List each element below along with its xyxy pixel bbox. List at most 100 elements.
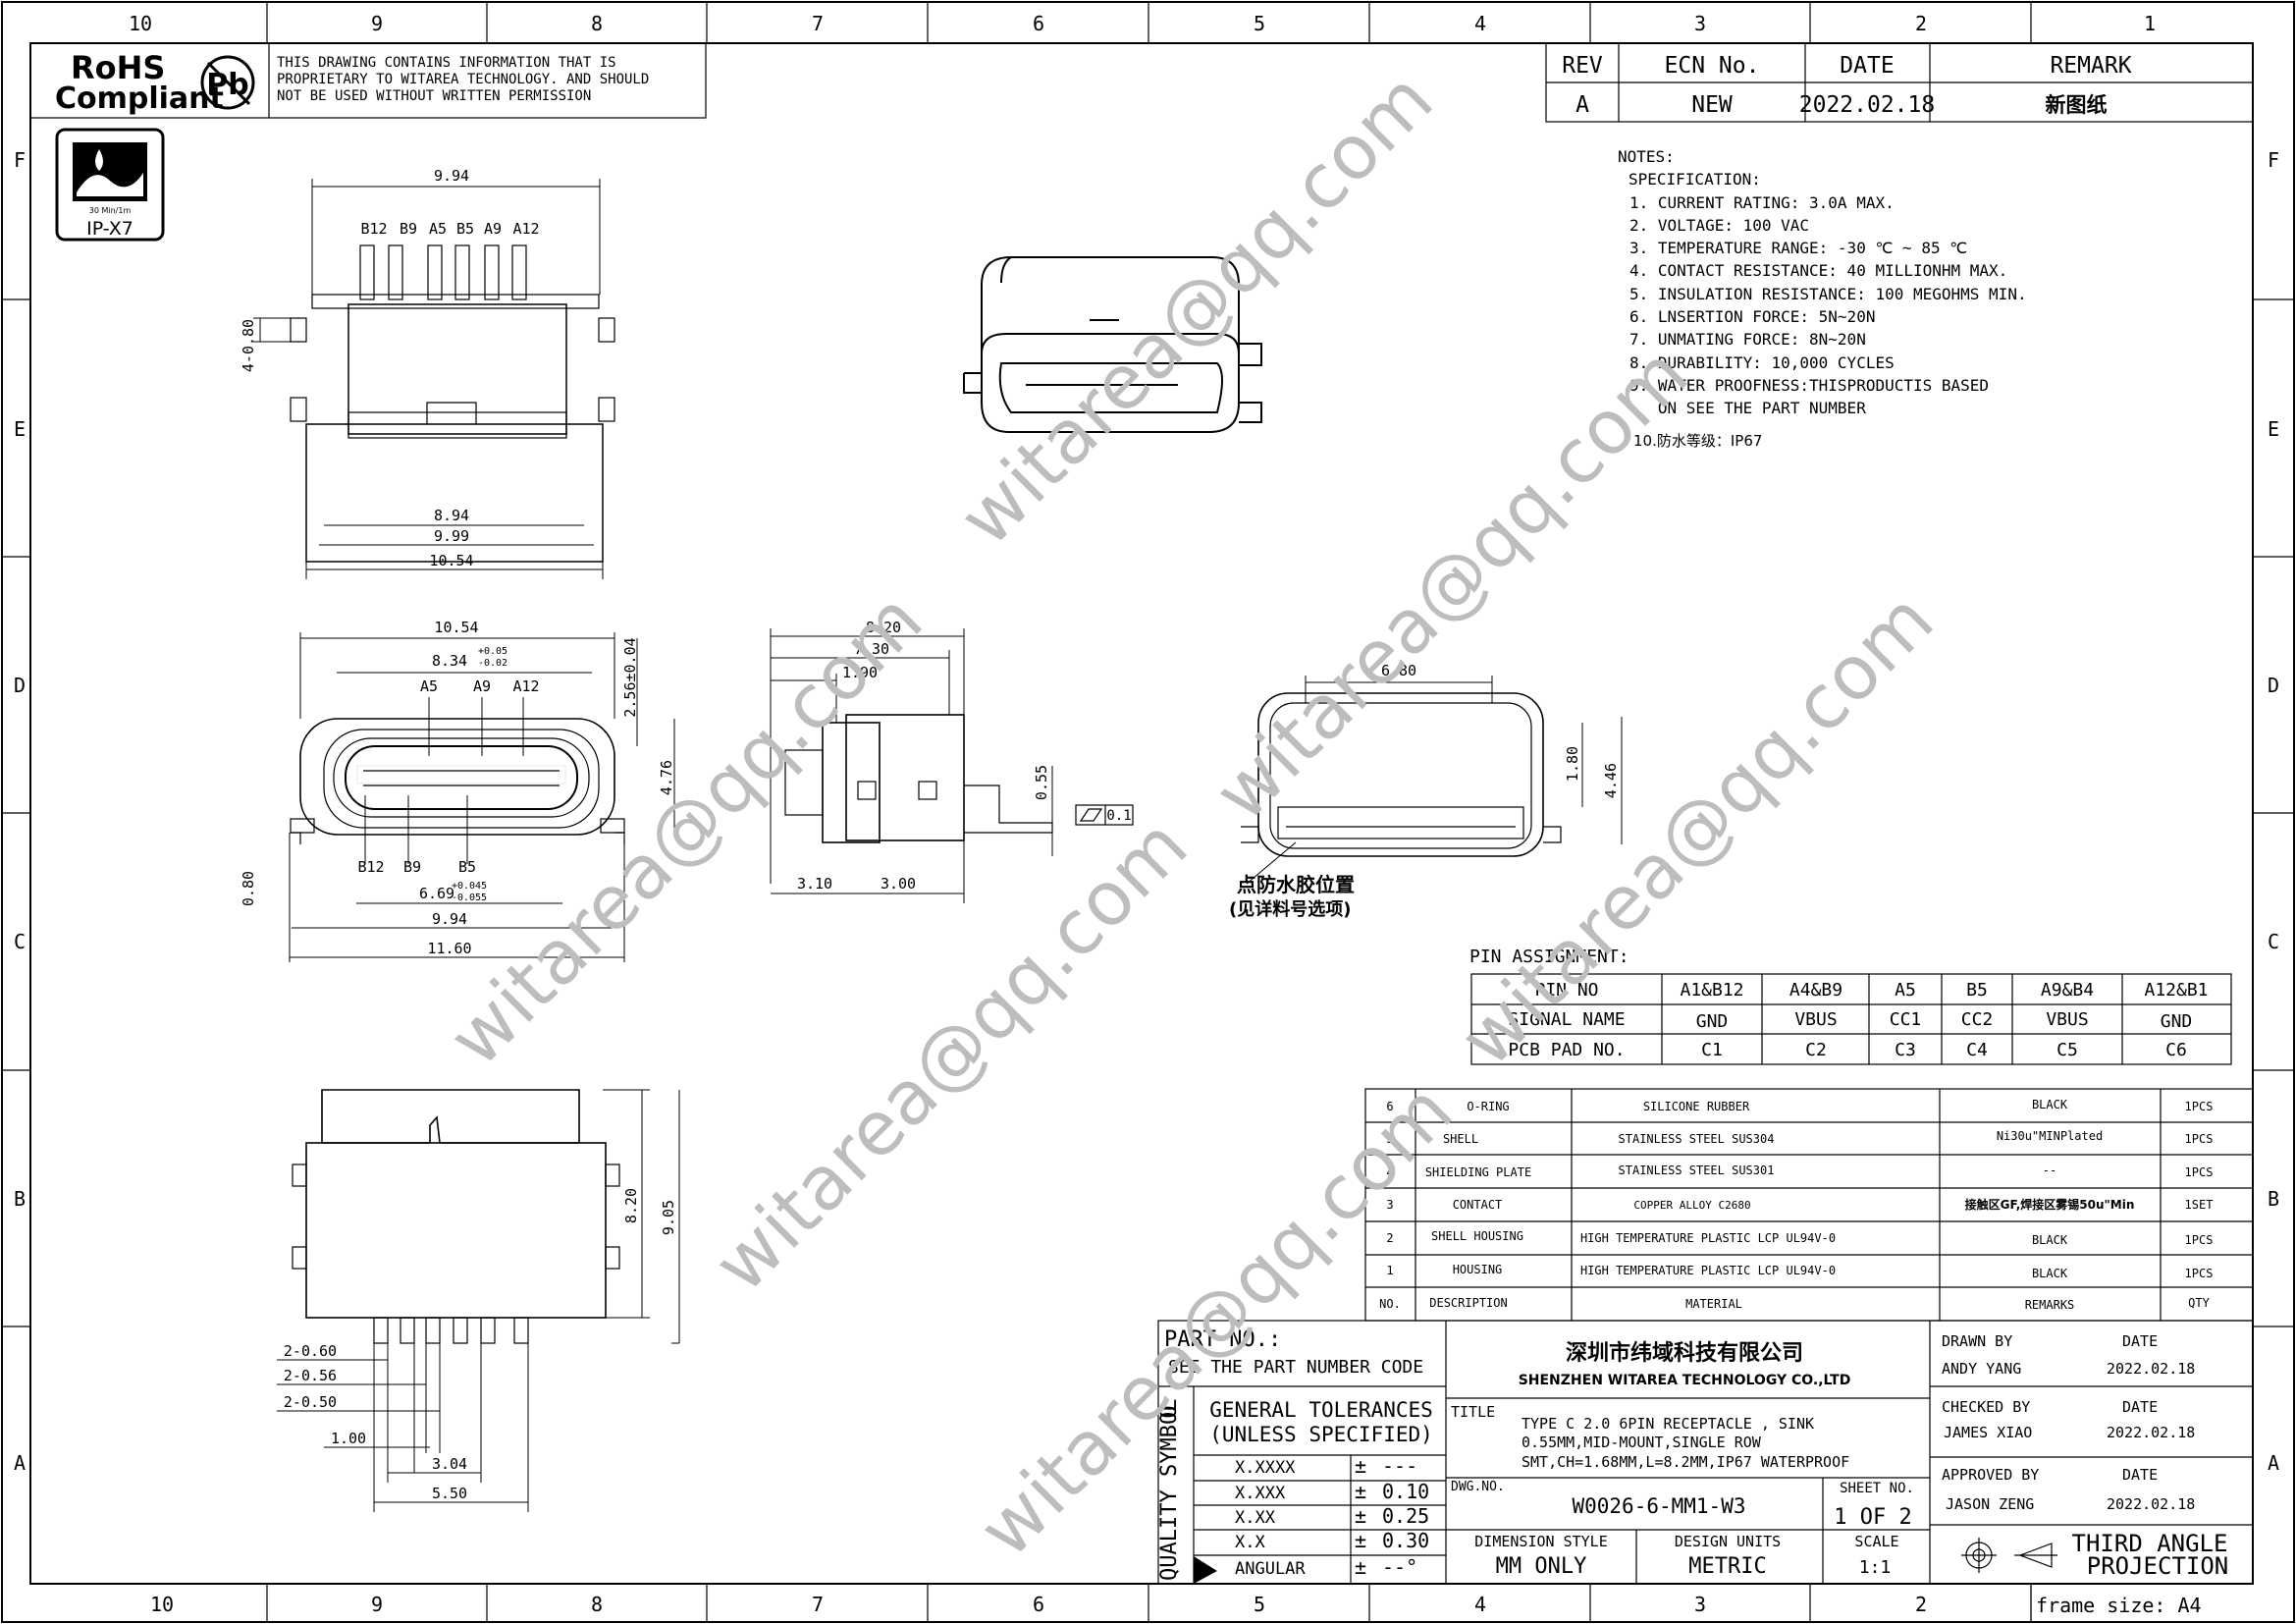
svg-text:6.69: 6.69 xyxy=(419,885,454,902)
svg-text:SHELL: SHELL xyxy=(1443,1132,1478,1146)
svg-text:X.XXXX: X.XXXX xyxy=(1235,1458,1296,1478)
svg-text:A1&B12: A1&B12 xyxy=(1680,980,1743,1001)
svg-text:3: 3 xyxy=(1386,1198,1393,1212)
rohs-subtitle: Compliant xyxy=(55,81,224,116)
svg-text:MATERIAL: MATERIAL xyxy=(1685,1297,1742,1311)
svg-text:JAMES XIAO: JAMES XIAO xyxy=(1944,1424,2032,1441)
svg-text:(UNLESS SPECIFIED): (UNLESS SPECIFIED) xyxy=(1209,1423,1433,1446)
svg-text:TITLE: TITLE xyxy=(1451,1403,1495,1421)
svg-text:O-RING: O-RING xyxy=(1467,1100,1509,1113)
svg-text:±: ± xyxy=(1355,1454,1366,1478)
svg-text:0.10: 0.10 xyxy=(1382,1480,1429,1503)
svg-text:±: ± xyxy=(1355,1480,1366,1503)
svg-text:JASON ZENG: JASON ZENG xyxy=(1946,1495,2034,1513)
svg-text:STAINLESS STEEL SUS301: STAINLESS STEEL SUS301 xyxy=(1619,1164,1775,1177)
svg-text:HIGH TEMPERATURE PLASTIC LCP U: HIGH TEMPERATURE PLASTIC LCP UL94V-0 xyxy=(1580,1264,1836,1277)
svg-text:--: -- xyxy=(2043,1164,2056,1177)
col-label: 5 xyxy=(1254,1593,1265,1616)
svg-text:PART NO.:: PART NO.: xyxy=(1164,1327,1281,1352)
svg-text:NOTES:: NOTES: xyxy=(1618,147,1675,166)
svg-text:REMARK: REMARK xyxy=(2050,53,2131,79)
svg-text:2. VOLTAGE: 100 VAC: 2. VOLTAGE: 100 VAC xyxy=(1629,216,1809,235)
svg-text:4-0.80: 4-0.80 xyxy=(240,319,257,372)
svg-text:QTY: QTY xyxy=(2188,1296,2210,1310)
row-label: E xyxy=(2268,417,2279,441)
svg-text:1SET: 1SET xyxy=(2185,1198,2214,1212)
bottom-view-drawing: 8.20 9.05 2-0.60 2-0.56 2-0.50 1.00 3.04… xyxy=(277,1089,680,1512)
title-block: PART NO.: SEE THE PART NUMBER CODE 深圳市纬域… xyxy=(1157,1320,2254,1622)
svg-text:A12: A12 xyxy=(512,220,539,238)
col-label: 9 xyxy=(371,1593,383,1616)
svg-text:1.90: 1.90 xyxy=(842,664,878,681)
svg-text:A9&B4: A9&B4 xyxy=(2041,980,2094,1001)
rohs-block: RoHS Compliant Pb THIS DRAWING CONTAINS … xyxy=(29,42,707,119)
svg-text:REV: REV xyxy=(1562,53,1603,79)
svg-text:A5: A5 xyxy=(420,677,438,695)
svg-text:ANGULAR: ANGULAR xyxy=(1235,1559,1306,1579)
col-label: 4 xyxy=(1474,12,1486,35)
svg-text:HOUSING: HOUSING xyxy=(1453,1263,1503,1276)
col-label: 4 xyxy=(1474,1593,1486,1616)
svg-text:2022.02.18: 2022.02.18 xyxy=(2107,1424,2195,1441)
svg-text:C3: C3 xyxy=(1895,1040,1916,1060)
svg-text:MM ONLY: MM ONLY xyxy=(1496,1554,1587,1579)
svg-text:CC1: CC1 xyxy=(1890,1009,1922,1030)
water-drop-icon xyxy=(95,149,103,171)
svg-text:10.防水等级：IP67: 10.防水等级：IP67 xyxy=(1633,432,1762,450)
svg-text:1PCS: 1PCS xyxy=(2185,1267,2214,1280)
svg-text:B9: B9 xyxy=(400,220,417,238)
col-label: 1 xyxy=(2144,12,2156,35)
svg-text:PIN ASSIGNMENT:: PIN ASSIGNMENT: xyxy=(1469,947,1629,967)
svg-text:2: 2 xyxy=(1386,1231,1393,1245)
svg-text:2-0.60: 2-0.60 xyxy=(284,1342,337,1360)
svg-text:1PCS: 1PCS xyxy=(2185,1100,2214,1113)
svg-text:SEE THE PART NUMBER CODE: SEE THE PART NUMBER CODE xyxy=(1168,1357,1423,1378)
svg-text:0.55MM,MID-MOUNT,SINGLE ROW: 0.55MM,MID-MOUNT,SINGLE ROW xyxy=(1522,1434,1762,1451)
svg-text:4: 4 xyxy=(1386,1165,1393,1179)
svg-text:7. UNMATING FORCE: 8N~20N: 7. UNMATING FORCE: 8N~20N xyxy=(1629,330,1866,349)
top-view-drawing: 9.94 8.94 9.99 10.54 4-0.80 B12 B9 A5 B5… xyxy=(240,167,615,579)
svg-text:--°: --° xyxy=(1382,1555,1417,1579)
col-label: 10 xyxy=(129,12,152,35)
svg-text:1. CURRENT RATING: 3.0A MAX.: 1. CURRENT RATING: 3.0A MAX. xyxy=(1629,193,1895,212)
row-label: E xyxy=(14,417,26,441)
svg-text:METRIC: METRIC xyxy=(1688,1554,1766,1579)
svg-text:8.94: 8.94 xyxy=(434,507,469,524)
svg-text:8.20: 8.20 xyxy=(866,619,901,636)
col-label: 8 xyxy=(591,1593,603,1616)
svg-text:DATE: DATE xyxy=(1840,53,1894,79)
end-view-drawing: 6.80 1.80 4.46 点防水胶位置 (见详料号选项) xyxy=(1229,662,1623,920)
svg-text:THIRD ANGLE: THIRD ANGLE xyxy=(2072,1530,2228,1557)
svg-text:3. TEMPERATURE RANGE: -30 ℃ ~: 3. TEMPERATURE RANGE: -30 ℃ ~ 85 ℃ xyxy=(1629,239,1967,257)
svg-text:GND: GND xyxy=(2161,1011,2193,1032)
svg-text:A5: A5 xyxy=(1895,980,1916,1001)
svg-text:9. WATER PROOFNESS:THISPRODUCT: 9. WATER PROOFNESS:THISPRODUCTIS BASED xyxy=(1629,376,1989,395)
svg-text:A12&B1: A12&B1 xyxy=(2144,980,2208,1001)
col-label: 7 xyxy=(812,12,824,35)
svg-text:HIGH TEMPERATURE PLASTIC LCP U: HIGH TEMPERATURE PLASTIC LCP UL94V-0 xyxy=(1580,1231,1836,1245)
svg-text:0.25: 0.25 xyxy=(1382,1504,1429,1528)
svg-text:9.94: 9.94 xyxy=(432,910,467,928)
svg-text:C6: C6 xyxy=(2165,1040,2187,1060)
flatness-callout: 0.1 xyxy=(1075,804,1134,826)
svg-text:DRAWN BY: DRAWN BY xyxy=(1942,1332,2012,1350)
svg-text:BLACK: BLACK xyxy=(2032,1098,2068,1111)
svg-text:REMARKS: REMARKS xyxy=(2025,1298,2075,1312)
svg-text:NO.: NO. xyxy=(1379,1297,1401,1311)
svg-text:3.04: 3.04 xyxy=(432,1455,467,1473)
svg-text:SMT,CH=1.68MM,L=8.2MM,IP67 WAT: SMT,CH=1.68MM,L=8.2MM,IP67 WATERPROOF xyxy=(1522,1453,1849,1471)
row-label: C xyxy=(2268,930,2279,953)
svg-text:3.10: 3.10 xyxy=(797,875,832,893)
col-label: 9 xyxy=(371,12,383,35)
svg-text:-0.02: -0.02 xyxy=(478,658,507,669)
row-label: D xyxy=(2268,674,2279,697)
svg-text:0.30: 0.30 xyxy=(1382,1529,1429,1552)
svg-text:1 OF 2: 1 OF 2 xyxy=(1834,1505,1911,1530)
svg-text:B12: B12 xyxy=(357,858,384,876)
svg-text:GENERAL TOLERANCES: GENERAL TOLERANCES xyxy=(1209,1398,1433,1422)
svg-text:30 Min/1m: 30 Min/1m xyxy=(89,206,132,215)
svg-text:X.XX: X.XX xyxy=(1235,1508,1276,1528)
svg-text:接触区GF,焊接区雾锡50u"Min: 接触区GF,焊接区雾锡50u"Min xyxy=(1965,1197,2135,1212)
row-label: C xyxy=(14,930,26,953)
